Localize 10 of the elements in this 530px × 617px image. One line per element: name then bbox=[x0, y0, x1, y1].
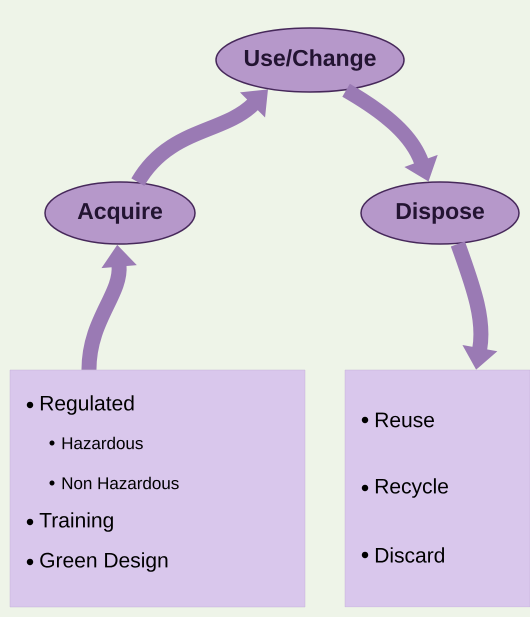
list-item: Non Hazardous bbox=[50, 476, 179, 490]
list-item: Training bbox=[26, 512, 113, 532]
list-box bbox=[344, 370, 530, 608]
list-item: Hazardous bbox=[50, 436, 143, 450]
list-item: Recycle bbox=[362, 478, 448, 498]
list-item: Green Design bbox=[26, 552, 168, 572]
list-item: Reuse bbox=[362, 412, 434, 428]
list-box bbox=[10, 370, 306, 608]
list-item: Discard bbox=[362, 547, 444, 563]
list-item: Regulated bbox=[26, 395, 134, 415]
